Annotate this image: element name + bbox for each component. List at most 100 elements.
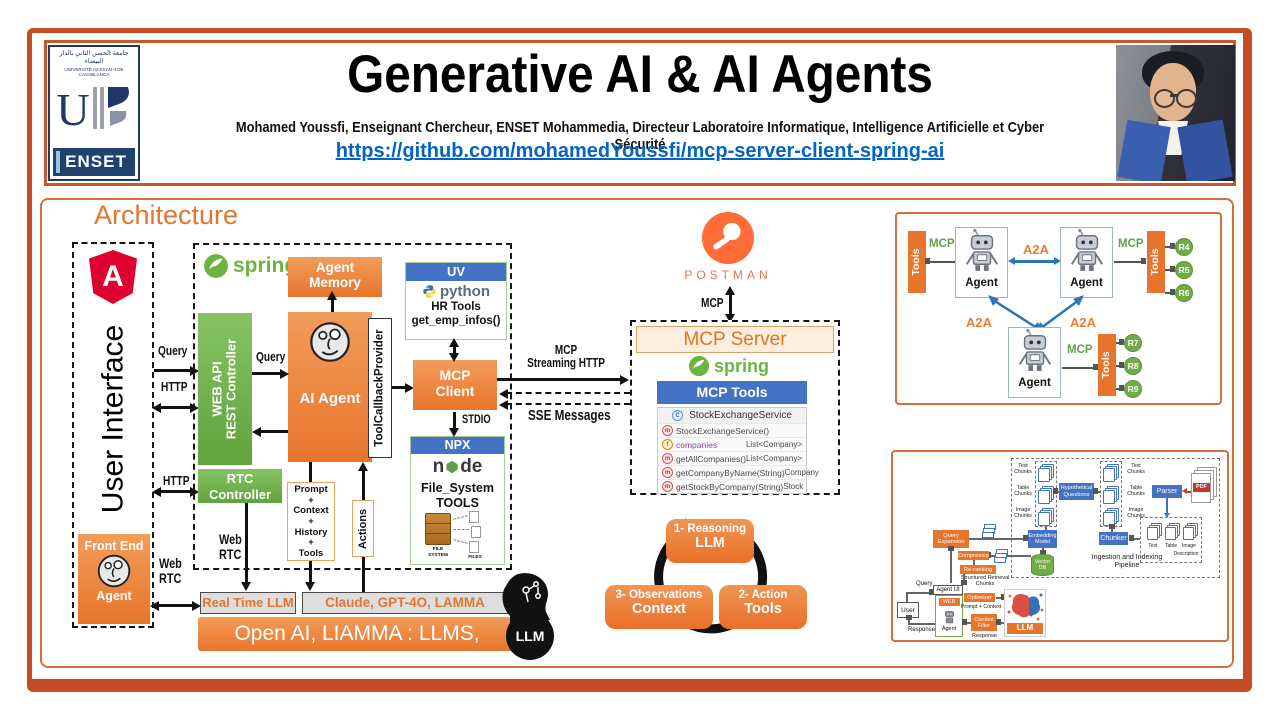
desc-image-label: Image — [1182, 543, 1196, 549]
text-chunks-label: Text Chunks — [1014, 463, 1032, 475]
class-icon: C — [672, 410, 684, 421]
author-subtitle: Mohamed Youssfi, Enseignant Chercheur, E… — [235, 119, 1045, 153]
arrowhead — [1182, 488, 1187, 494]
arrowhead — [305, 582, 315, 591]
arrow-line — [362, 470, 365, 500]
arrow-line — [156, 604, 194, 607]
file-icon — [469, 511, 479, 523]
arrow-line — [1062, 367, 1096, 369]
arrow-line — [309, 462, 312, 482]
result-badge: R6 — [1175, 284, 1193, 302]
arrow-line — [930, 261, 955, 263]
doc-stack-icon — [1183, 523, 1198, 540]
member-type: List<Company> — [745, 454, 802, 463]
arrowhead — [1170, 289, 1175, 295]
actions-box: Actions — [352, 500, 374, 557]
arrowhead — [620, 375, 629, 385]
result-badge: R9 — [1124, 380, 1142, 398]
agent-memory-box: Agent Memory — [288, 257, 382, 297]
cycle-step-label: 1- Reasoning — [673, 523, 747, 535]
dashed-arrow-line — [506, 392, 630, 394]
hr-tools-label: HR Tools get_emp_infos() — [411, 301, 501, 327]
agent-box: Agent — [955, 227, 1008, 298]
slide-frame — [27, 28, 1252, 692]
arrowhead — [499, 400, 508, 410]
photo-suit — [1117, 119, 1171, 181]
member-name: StockExchangeService() — [676, 425, 770, 436]
node-wordmark: de — [460, 456, 483, 477]
result-badge: R5 — [1175, 261, 1193, 279]
mcp-server-title: MCP Server — [636, 326, 834, 353]
arrow-line — [252, 372, 282, 375]
text-chunks-label: Text Chunks — [1127, 463, 1145, 475]
table-chunks-label: Table Chunks — [1014, 485, 1032, 497]
image-chunks-label: Image Chunks — [1014, 507, 1032, 519]
node-logo: n de — [411, 456, 504, 478]
arrow-line — [362, 557, 365, 592]
ingestion-pipeline-box — [1011, 458, 1220, 578]
logo-arabic-text: جامعة الحسن الثاني بالدار البيضاء — [59, 50, 129, 65]
table-chunks-label: Table Chunks — [1127, 485, 1145, 497]
vector-db-icon: Vector DB — [1031, 554, 1054, 576]
structured-chunks-label: Structured Retrieval Chunks — [960, 575, 1010, 588]
arrow-line — [309, 561, 312, 584]
doc-stack-icon — [1103, 464, 1119, 482]
arrowhead — [1170, 243, 1175, 249]
desc-table-label: Table — [1165, 543, 1177, 549]
arrowhead — [925, 258, 930, 264]
arrow-line — [1114, 261, 1142, 263]
arrowhead — [152, 403, 161, 413]
arrowhead — [1040, 550, 1046, 555]
web-api-rest-controller: WEB API REST Controller — [198, 313, 252, 465]
member-type: List<Company> — [745, 440, 802, 449]
postman-wordmark: POSTMAN — [684, 268, 772, 282]
robot-icon — [1018, 328, 1051, 371]
file-icon — [471, 526, 481, 538]
reranking-box: Re-ranking — [960, 565, 996, 574]
logo-bird-icon — [92, 86, 129, 129]
user-interface-label: User Interface — [96, 324, 130, 514]
doc-stack-icon — [1165, 523, 1180, 540]
cycle-step-value: Context — [632, 601, 686, 617]
uv-box: UV python HR Tools get_emp_infos() — [405, 262, 507, 340]
arrowhead — [1109, 524, 1115, 529]
arrowhead — [449, 338, 459, 347]
arrow-line — [453, 344, 456, 356]
class-member-row: m getStockByCompany(String) Stock — [658, 479, 806, 493]
github-link[interactable]: https://github.com/mohamedYoussfi/mcp-se… — [335, 140, 945, 162]
python-logo: python — [406, 283, 506, 300]
spring-wordmark: spring — [233, 254, 298, 277]
arrowhead — [961, 580, 967, 585]
arrow-line — [969, 538, 1028, 540]
arrow-line — [158, 490, 192, 493]
arrow-line — [973, 560, 975, 565]
member-name: getStockByCompany(String) — [676, 481, 784, 492]
http-label: HTTP — [163, 473, 190, 488]
arrowhead — [358, 462, 368, 471]
agent-box: Agent — [1060, 227, 1113, 298]
file-cabinet-icon — [425, 513, 451, 545]
agent-ui-agent-label: Agent — [941, 626, 957, 632]
ai-agent-face-icon — [288, 320, 372, 364]
doc-stack-icon — [1103, 486, 1119, 504]
hypothetical-questions-box: Hypothetical Questions — [1059, 483, 1094, 500]
class-member-row: m getCompanyByName(String) Company — [658, 465, 819, 479]
arrowhead — [241, 582, 251, 591]
query-label: Query — [256, 349, 286, 364]
result-badge: R8 — [1124, 357, 1142, 375]
mcp-label: MCP — [929, 238, 955, 250]
web-rtc-label: Web RTC — [219, 531, 242, 562]
enset-badge-bar — [56, 151, 61, 173]
spring-leaf-icon — [204, 254, 228, 278]
arrow-line — [392, 386, 408, 389]
node-wordmark: n — [432, 456, 445, 477]
doc-stack-icon — [1038, 486, 1054, 504]
optimizer-box: Optimizer — [964, 593, 995, 602]
tools-box: Tools — [1098, 334, 1116, 396]
class-name: StockExchangeService — [689, 410, 792, 421]
arrowhead — [725, 286, 735, 295]
cycle-observations-box: 3- Observations Context — [605, 585, 713, 629]
logo-monogram: U — [56, 79, 131, 141]
arrowhead — [150, 601, 159, 611]
arrow-line — [1057, 491, 1059, 493]
